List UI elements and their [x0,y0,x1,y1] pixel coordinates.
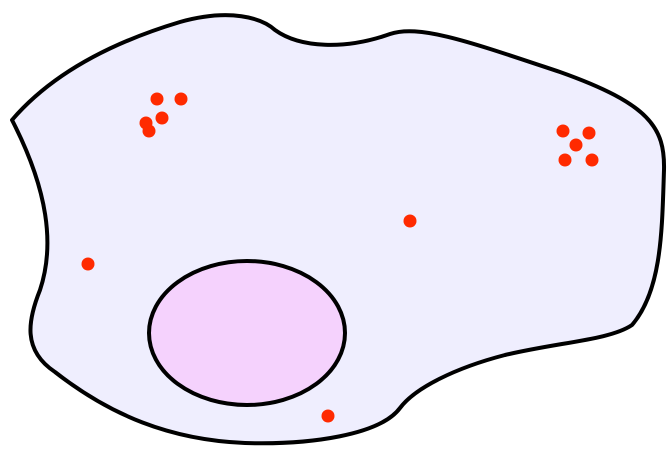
granule-single-left [82,258,95,271]
granule-dot [82,258,95,271]
granule-dot [151,93,164,106]
granule-dot [583,127,596,140]
granule-dot [559,154,572,167]
granule-dot [322,410,335,423]
granule-dot [404,215,417,228]
granule-single-bottom [322,410,335,423]
granule-dot [143,125,156,138]
granule-dot [557,125,570,138]
granule-dot [156,112,169,125]
nucleus [149,261,345,405]
granule-dot [570,139,583,152]
granule-dot [175,93,188,106]
granule-dot [586,154,599,167]
cell-body [12,15,664,443]
granule-single-center-right [404,215,417,228]
